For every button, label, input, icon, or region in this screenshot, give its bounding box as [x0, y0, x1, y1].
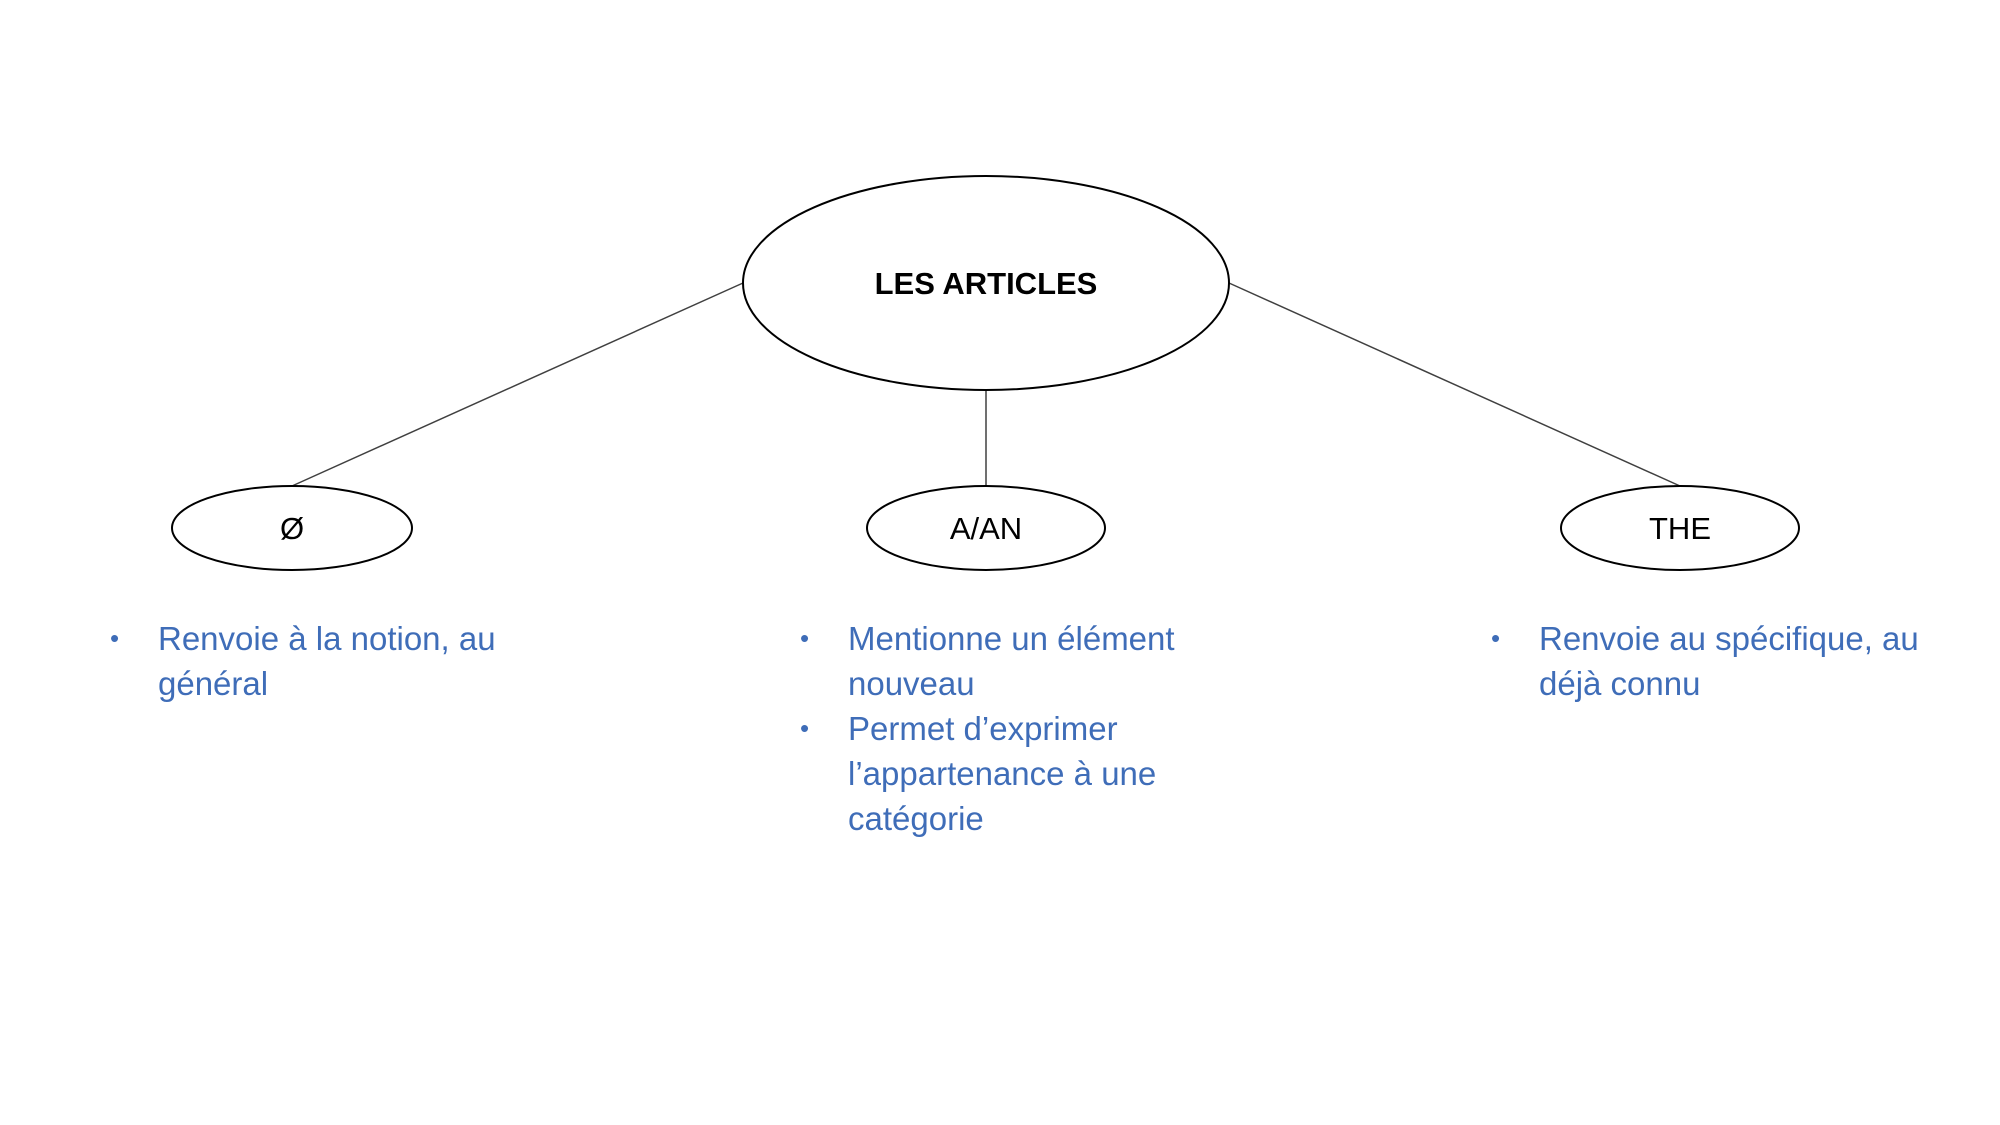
bullet-text: Renvoie à la notion, au général — [158, 620, 496, 702]
connector-root-to-none — [291, 282, 744, 487]
bullet-text: Mentionne un élément nouveau — [848, 620, 1175, 702]
node-a-an: A/AN — [866, 485, 1106, 571]
node-zero-article-label: Ø — [280, 511, 304, 546]
node-a-an-label: A/AN — [950, 511, 1022, 546]
bullet-list-the: • Renvoie au spécifique, au déjà connu — [1491, 616, 1931, 706]
bullet-text: Permet d’exprimer l’appartenance à une c… — [848, 710, 1157, 837]
node-zero-article-ellipse — [171, 485, 413, 571]
bullet-text: Renvoie au spécifique, au déjà connu — [1539, 620, 1919, 702]
node-the-ellipse — [1560, 485, 1800, 571]
bullet-dot: • — [800, 713, 810, 743]
bullet-dot: • — [110, 623, 120, 653]
bullet-item: • Renvoie au spécifique, au déjà connu — [1491, 616, 1931, 706]
bullet-dot: • — [1491, 623, 1501, 653]
connector-root-to-the — [1228, 282, 1681, 487]
bullet-item: • Mentionne un élément nouveau — [800, 616, 1230, 706]
bullet-item: • Permet d’exprimer l’appartenance à une… — [800, 706, 1230, 841]
node-zero-article: Ø — [171, 485, 413, 571]
root-node: LES ARTICLES — [742, 175, 1230, 391]
bullet-list-zero-article: • Renvoie à la notion, au général — [110, 616, 530, 706]
node-the: THE — [1560, 485, 1800, 571]
root-ellipse — [742, 175, 1230, 391]
bullet-dot: • — [800, 623, 810, 653]
root-label: LES ARTICLES — [875, 266, 1098, 301]
node-a-an-ellipse — [866, 485, 1106, 571]
node-the-label: THE — [1649, 511, 1711, 546]
bullet-list-a-an: • Mentionne un élément nouveau • Permet … — [800, 616, 1230, 841]
bullet-item: • Renvoie à la notion, au général — [110, 616, 530, 706]
